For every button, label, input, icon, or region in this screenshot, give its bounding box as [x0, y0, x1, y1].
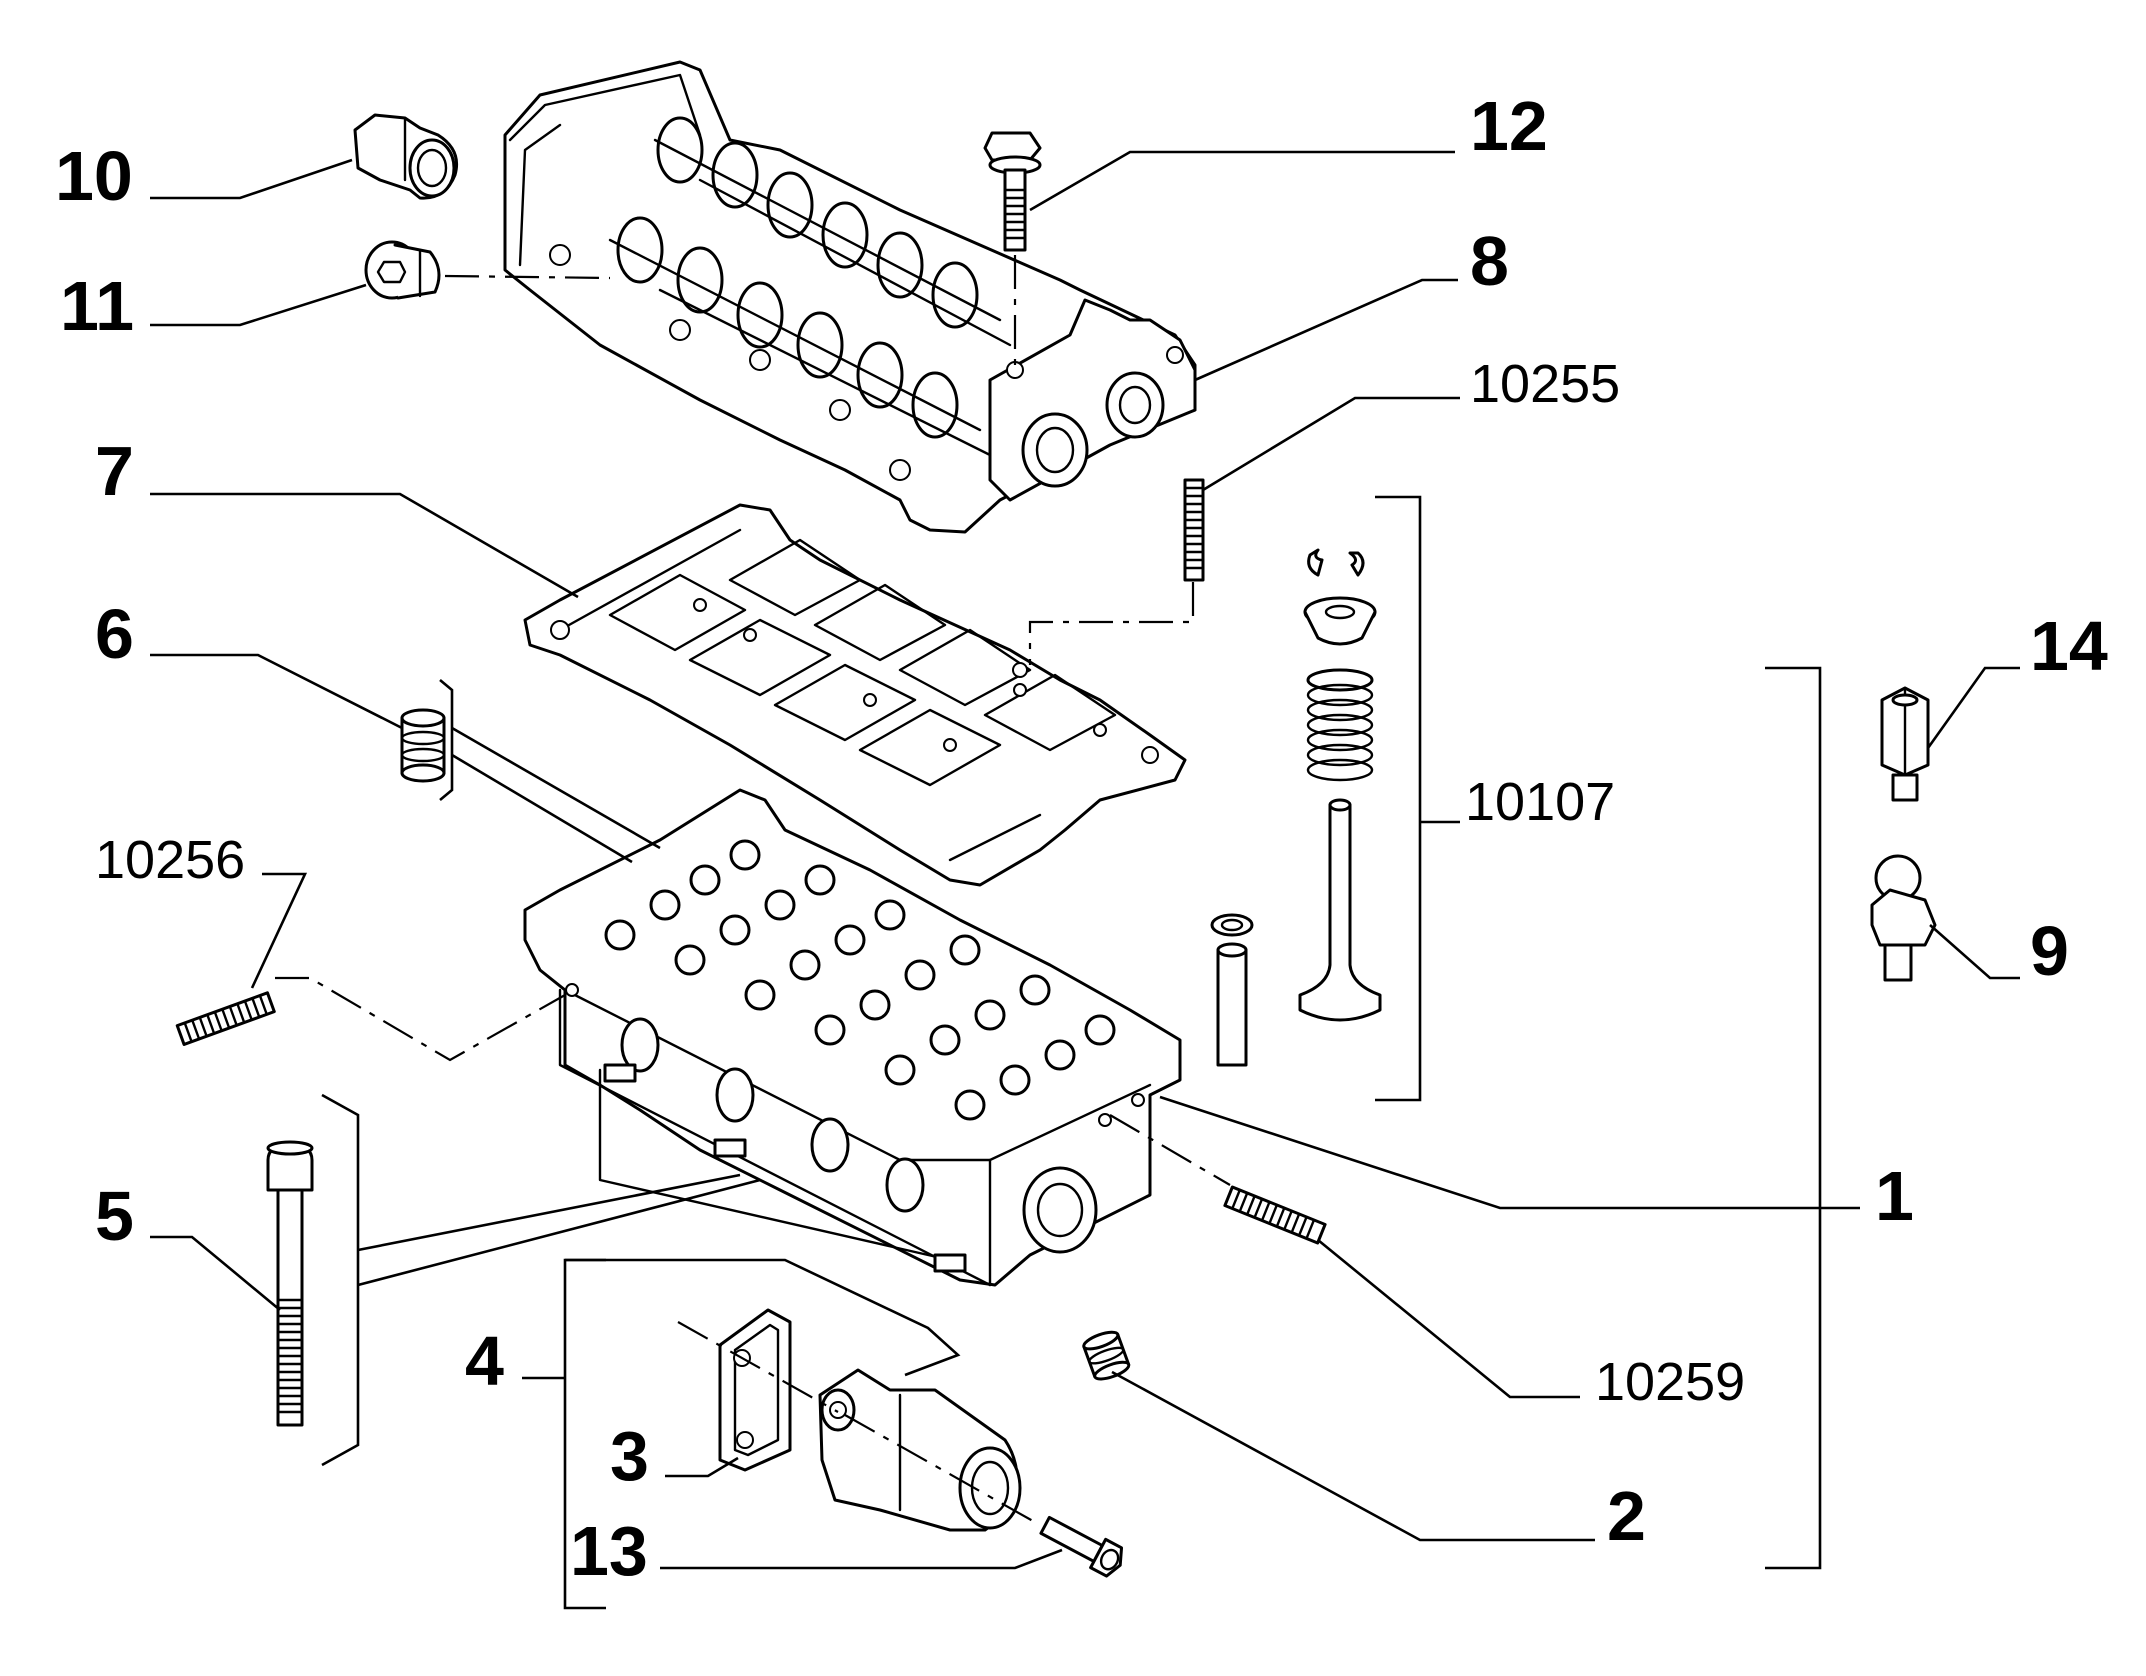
axis-10259: [1109, 1114, 1231, 1186]
bracket-6: [439, 679, 454, 801]
valve-spring: [1306, 668, 1374, 782]
label-10255: 10255: [1470, 354, 1620, 414]
leader-10259: [1317, 1238, 1580, 1399]
cylinder-head: [523, 788, 1182, 1287]
valve-stem-seal: [1210, 913, 1254, 937]
leader-10255: [1202, 396, 1460, 492]
bracket-5: [321, 1093, 360, 1467]
sensor-14: [1880, 686, 1930, 802]
leader-9: [1929, 924, 2020, 980]
leader-6-b: [451, 753, 633, 864]
valve-bosses: [604, 839, 1116, 1121]
label-1: 1: [1875, 1157, 1914, 1235]
stud-10256: [175, 991, 276, 1046]
leader-6: [150, 653, 403, 730]
leader-11: [150, 283, 367, 327]
label-7: 7: [95, 432, 134, 510]
leader-3: [665, 1456, 739, 1478]
leader-13: [660, 1548, 1063, 1570]
plug-2: [1082, 1330, 1131, 1381]
bolt-5: [266, 1140, 314, 1427]
camshaft-upper: [653, 116, 1012, 347]
label-14: 14: [2030, 607, 2108, 685]
label-5: 5: [95, 1177, 134, 1255]
leader-5-b: [357, 1178, 761, 1287]
label-9: 9: [2030, 912, 2069, 990]
valve-spring-retainer: [1303, 596, 1377, 646]
bracket-1: [1765, 666, 1822, 1570]
leader-5-a: [357, 1173, 741, 1252]
valve: [1298, 798, 1382, 1022]
valve-collets: [1307, 548, 1365, 577]
plug-11: [364, 240, 441, 300]
leader-10: [150, 158, 353, 200]
leader-12: [1029, 150, 1455, 212]
valve-guide: [1216, 942, 1248, 1067]
label-2: 2: [1607, 1477, 1646, 1555]
cylinder-head-gasket: [523, 503, 1187, 887]
bolt-13: [1039, 1515, 1124, 1578]
leader-1: [1159, 1095, 1860, 1210]
label-10259: 10259: [1595, 1352, 1745, 1412]
stud-10255: [1183, 478, 1205, 582]
leader-4-b: [565, 1258, 961, 1377]
gasket-bores: [608, 538, 1117, 787]
axis-10256: [275, 976, 566, 1062]
leader-5: [150, 1235, 281, 1312]
label-10107: 10107: [1465, 772, 1615, 832]
leader-14: [1926, 666, 2020, 749]
thermostat-housing: [818, 1368, 1022, 1532]
label-10: 10: [55, 137, 133, 215]
thermostat-gasket: [718, 1308, 792, 1472]
stud-10259: [1223, 1185, 1327, 1245]
axis-thermostat: [677, 1321, 839, 1413]
leader-8: [1194, 278, 1458, 382]
label-11: 11: [60, 267, 134, 345]
label-12: 12: [1470, 87, 1548, 165]
leader-6-a: [451, 726, 661, 850]
label-3: 3: [610, 1417, 649, 1495]
leader-2: [1111, 1370, 1595, 1542]
label-8: 8: [1470, 222, 1509, 300]
bracket-10107: [1375, 495, 1422, 1102]
plug-6: [400, 708, 446, 783]
label-6: 6: [95, 595, 134, 673]
label-13: 13: [570, 1512, 648, 1590]
camshaft-lower: [608, 216, 992, 457]
leader-10256: [250, 872, 308, 989]
label-4: 4: [465, 1322, 504, 1400]
axis-10255: [1028, 582, 1195, 665]
sensor-9: [1870, 854, 1937, 982]
label-10256: 10256: [95, 830, 245, 890]
leader-7: [150, 492, 579, 599]
bolt-12: [983, 131, 1042, 252]
axis-11: [444, 274, 611, 280]
axis-thermostat-bolt: [844, 1414, 1041, 1526]
plug-10: [353, 113, 459, 200]
camshaft-housing: [503, 60, 1197, 534]
